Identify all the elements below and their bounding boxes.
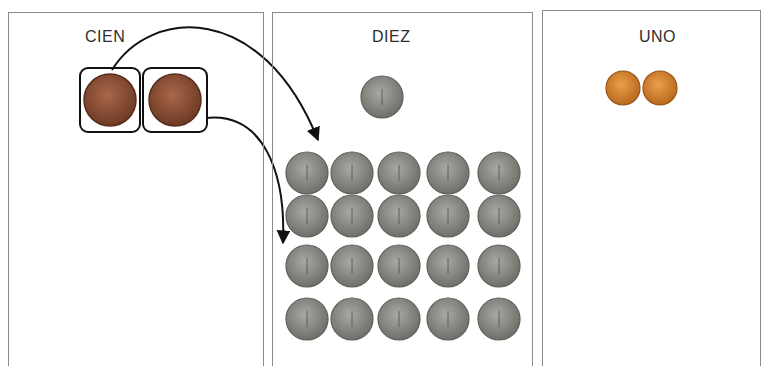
hundred-coin (84, 74, 136, 126)
ten-coin (478, 245, 520, 287)
ten-coin (361, 76, 403, 118)
hundred-coin (149, 74, 201, 126)
coin-detail (499, 258, 500, 274)
ten-coin (478, 152, 520, 194)
ten-coin (286, 245, 328, 287)
place-value-column: DIEZ (272, 12, 533, 366)
ten-coins (286, 76, 520, 340)
coin-frame (80, 68, 140, 132)
ten-coin (378, 152, 420, 194)
column-heading: CIEN (85, 28, 125, 46)
ten-coin (478, 195, 520, 237)
column-heading: DIEZ (372, 28, 410, 46)
coin-detail (499, 208, 500, 224)
coin-detail (307, 311, 308, 327)
ten-coin (331, 298, 373, 340)
ten-coin (427, 152, 469, 194)
coin-detail (307, 165, 308, 181)
coin-detail (352, 258, 353, 274)
coin-detail (307, 258, 308, 274)
place-value-column: CIEN (8, 12, 264, 366)
coin-detail (499, 165, 500, 181)
column-heading: UNO (639, 28, 676, 46)
coin-detail (307, 208, 308, 224)
coin-detail (448, 165, 449, 181)
ten-coin (427, 245, 469, 287)
ten-coin (286, 298, 328, 340)
coin-detail (399, 258, 400, 274)
coin-detail (399, 311, 400, 327)
ten-coin (331, 245, 373, 287)
coin-detail (399, 165, 400, 181)
place-value-column: UNO (542, 10, 761, 366)
coin-detail (499, 311, 500, 327)
ten-coin (378, 195, 420, 237)
one-coin (643, 71, 677, 105)
ten-coin (427, 298, 469, 340)
coin-detail (448, 258, 449, 274)
coin-detail (382, 89, 383, 105)
one-coin (606, 71, 640, 105)
regroup-arrow (112, 27, 318, 140)
coin-detail (399, 208, 400, 224)
coin-detail (352, 311, 353, 327)
ten-coin (286, 152, 328, 194)
ten-coin (331, 152, 373, 194)
coin-detail (448, 208, 449, 224)
coin-detail (352, 165, 353, 181)
ten-coin (331, 195, 373, 237)
ten-coin (478, 298, 520, 340)
coin-detail (448, 311, 449, 327)
ten-coin (427, 195, 469, 237)
coin-frame (143, 68, 207, 132)
ten-coin (286, 195, 328, 237)
coin-detail (352, 208, 353, 224)
ten-coin (378, 245, 420, 287)
ten-coin (378, 298, 420, 340)
